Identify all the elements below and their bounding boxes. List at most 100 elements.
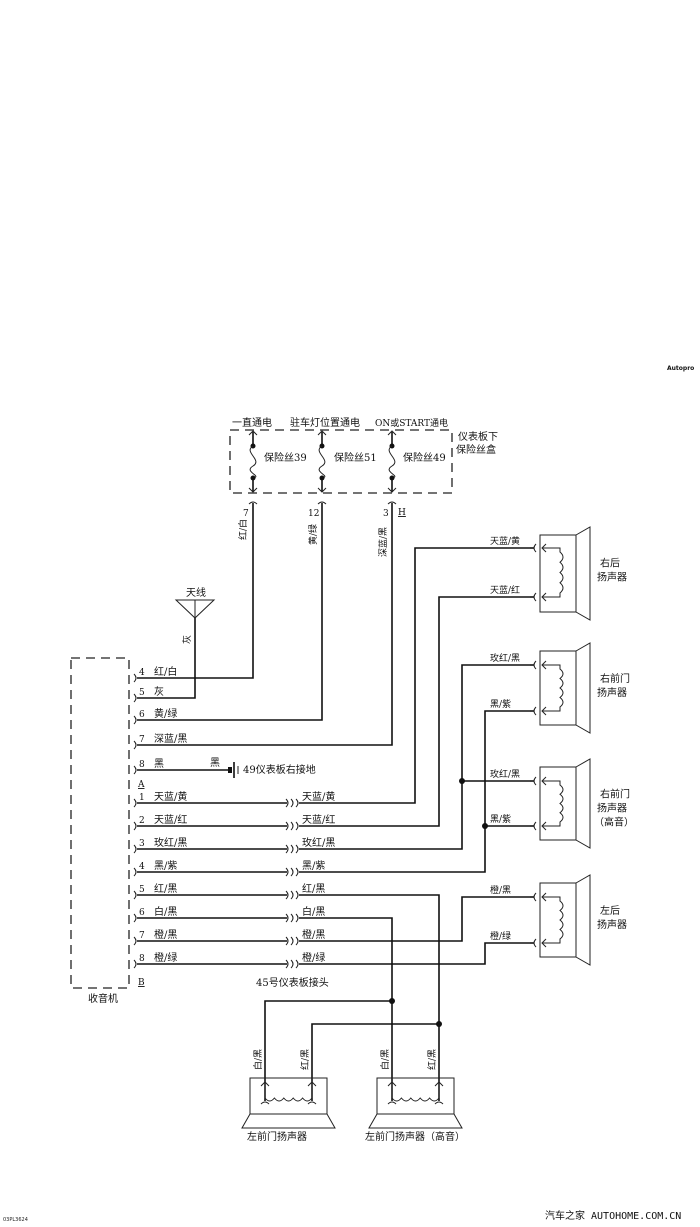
connector-45-pin (285, 913, 289, 923)
coil-icon (391, 1082, 440, 1102)
connector-45-pin (285, 844, 289, 854)
junction-dot (482, 823, 488, 829)
connector-45-pin (285, 798, 289, 808)
footer-brand: 汽车之家 AUTOHOME.COM.CN (545, 1209, 681, 1222)
pin-row: 4 红/白 (133, 665, 177, 683)
svg-text:8: 8 (139, 760, 145, 770)
fuse-49-label: 保险丝49 (403, 451, 446, 464)
wire-yellow-green (137, 503, 323, 721)
svg-text:黄/绿: 黄/绿 (154, 707, 177, 720)
wire-skyblue-red (330, 596, 530, 827)
antenna-label: 天线 (186, 586, 206, 599)
pin-row: 5 红/黑 红/黑 (133, 882, 330, 900)
connector-a: A (137, 780, 145, 790)
svg-text:橙/黑: 橙/黑 (490, 884, 511, 896)
pin-row: 1 天蓝/黄 天蓝/黄 (133, 790, 335, 808)
svg-text:黑: 黑 (210, 757, 220, 769)
svg-text:黑/紫: 黑/紫 (490, 699, 511, 710)
connector-45-pin (285, 867, 289, 877)
pin-row: 8 黑 黑 (133, 757, 229, 775)
connector-45-pin (285, 890, 289, 900)
watermark-text: Autopro (667, 365, 694, 372)
fuse-box: 一直通电 驻车灯位置通电 ON或START通电 仪表板下 保险丝盒 保险丝39 … (229, 416, 498, 557)
svg-text:黑: 黑 (154, 758, 164, 770)
figure-code: 03PL3624 (3, 1217, 28, 1223)
svg-text:天蓝/黄: 天蓝/黄 (490, 535, 520, 547)
svg-text:橙/绿: 橙/绿 (490, 930, 511, 942)
ground-symbol: 49仪表板右接地 (228, 762, 316, 778)
wire-red-white-label: 红/白 (237, 519, 249, 540)
svg-text:4: 4 (139, 668, 145, 678)
svg-text:右前门: 右前门 (600, 788, 630, 801)
svg-text:深蓝/黑: 深蓝/黑 (154, 733, 187, 745)
junction-dot (459, 778, 465, 784)
svg-text:橙/黑: 橙/黑 (302, 928, 325, 941)
svg-text:8: 8 (139, 954, 145, 964)
pin-row: 3 玫红/黑 玫红/黑 (133, 836, 335, 854)
svg-text:天蓝/红: 天蓝/红 (154, 813, 187, 826)
svg-text:天蓝/黄: 天蓝/黄 (302, 790, 335, 803)
wire-darkblue-black-label: 深蓝/黑 (377, 527, 389, 557)
svg-text:玫红/黑: 玫红/黑 (154, 836, 187, 849)
lft-wire-white-black: 白/黑 (379, 1049, 391, 1070)
antenna-wire-label: 灰 (181, 635, 193, 644)
svg-text:天蓝/红: 天蓝/红 (490, 584, 520, 596)
svg-text:7: 7 (139, 735, 145, 745)
svg-text:黑/紫: 黑/紫 (302, 860, 325, 872)
fuse-49: 保险丝49 (387, 430, 446, 493)
svg-text:7: 7 (139, 931, 145, 941)
fuse-51-label: 保险丝51 (334, 451, 377, 464)
junction-dot (436, 1021, 442, 1027)
connector-b: B (138, 978, 145, 988)
wire-skyblue-yellow (330, 547, 530, 804)
svg-text:红/黑: 红/黑 (302, 882, 325, 895)
wire-gray (137, 618, 196, 699)
left-front-speaker (241, 1077, 336, 1129)
svg-text:2: 2 (139, 816, 145, 826)
pin-12: 12 (308, 509, 319, 519)
svg-text:玫红/黑: 玫红/黑 (490, 652, 520, 664)
svg-text:1: 1 (139, 793, 145, 803)
pin-row: 6 黄/绿 (133, 707, 177, 725)
svg-text:扬声器: 扬声器 (597, 571, 627, 584)
pin-row: 2 天蓝/红 天蓝/红 (133, 813, 335, 831)
left-front-speaker-label: 左前门扬声器 (247, 1130, 307, 1143)
connector-45-pin (285, 959, 289, 969)
wire-darkblue-black (137, 503, 393, 746)
svg-text:5: 5 (139, 885, 145, 895)
connector-45-label: 45号仪表板接头 (256, 976, 329, 989)
connector-45-pin (285, 936, 289, 946)
radio: 收音机 (70, 657, 130, 1005)
speaker-icon (249, 1077, 328, 1115)
supply-on-start: ON或START通电 (375, 417, 448, 429)
svg-text:玫红/黑: 玫红/黑 (302, 836, 335, 849)
svg-text:天蓝/红: 天蓝/红 (302, 813, 335, 826)
supply-always: 一直通电 (232, 416, 272, 429)
svg-text:6: 6 (139, 908, 145, 918)
left-front-tweeter (368, 1077, 463, 1129)
antenna: 天线 灰 (137, 586, 216, 699)
svg-text:红/白: 红/白 (154, 665, 177, 678)
svg-text:玫红/黑: 玫红/黑 (490, 768, 520, 780)
coil-icon (542, 664, 564, 712)
lft-wire-red-black: 红/黑 (426, 1049, 438, 1070)
ground-label: 49仪表板右接地 (243, 763, 316, 776)
wire-rose-black (330, 664, 530, 850)
svg-text:天蓝/黄: 天蓝/黄 (154, 790, 187, 803)
pin-3: 3 (383, 509, 389, 519)
svg-text:3: 3 (139, 839, 145, 849)
svg-text:（高音）: （高音） (594, 816, 634, 829)
radio-upper-connector: 4 红/白 5 灰 6 黄/绿 7 深蓝/黑 8 黑 黑 (133, 665, 229, 775)
wire-black-purple (330, 710, 530, 873)
fuse-box-label-1: 仪表板下 (458, 430, 498, 443)
svg-text:红/黑: 红/黑 (154, 882, 177, 895)
svg-text:6: 6 (139, 710, 145, 720)
fuse-39-label: 保险丝39 (264, 451, 307, 464)
lf-wire-white-black: 白/黑 (252, 1049, 264, 1070)
